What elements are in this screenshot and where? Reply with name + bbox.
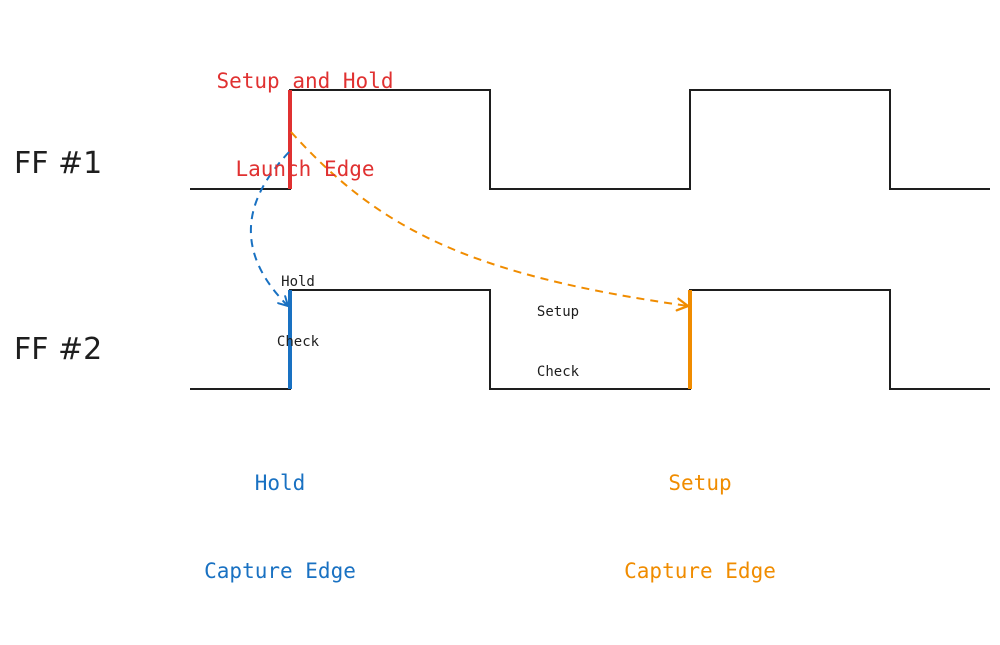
setup-check-label: Setup Check (518, 261, 598, 423)
ff1-label: FF #1 (14, 146, 103, 181)
setup-capture-edge-label-line1: Setup (668, 470, 732, 495)
ff2-label: FF #2 (14, 332, 103, 367)
hold-check-label-line2: Check (276, 334, 320, 351)
setup-check-arrow (290, 131, 688, 306)
hold-check-label: Hold Check (258, 231, 338, 393)
hold-capture-edge-label: Hold Capture Edge (170, 410, 390, 645)
setup-check-label-line2: Check (536, 364, 580, 381)
hold-capture-edge-label-line2: Capture Edge (204, 558, 356, 583)
launch-edge-label-line2: Launch Edge (235, 156, 375, 181)
setup-check-label-line1: Setup (536, 303, 580, 320)
waveform-canvas (190, 89, 990, 390)
setup-capture-edge-label-line2: Capture Edge (624, 558, 776, 583)
hold-capture-edge-label-line1: Hold (254, 470, 306, 495)
hold-check-arrow (249, 151, 290, 306)
launch-edge-label-line1: Setup and Hold (216, 68, 394, 93)
setup-capture-edge-label: Setup Capture Edge (590, 410, 810, 645)
hold-check-label-line1: Hold (281, 273, 315, 290)
timing-diagram: FF #1 FF #2 Setup and Hold Launch Edge H… (14, 8, 990, 583)
launch-edge-label: Setup and Hold Launch Edge (190, 8, 420, 243)
